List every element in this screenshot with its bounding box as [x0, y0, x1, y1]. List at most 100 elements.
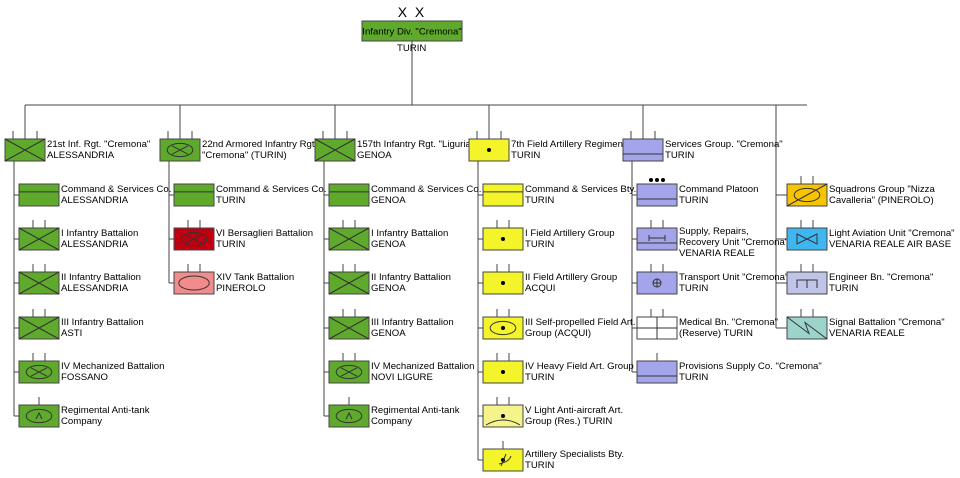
unit-label-line1: Command & Services Co.: [216, 184, 326, 195]
unit-label-line1: Squadrons Group "Nizza: [829, 184, 935, 195]
unit-label-line2: ASTI: [61, 328, 82, 339]
size-dot: [661, 178, 665, 182]
unit-label-line2: TURIN: [665, 150, 694, 161]
engineer-bridge: [796, 279, 818, 288]
unit-label-line2: TURIN: [525, 239, 554, 250]
size-marks: [32, 264, 46, 272]
size-marks: [476, 131, 502, 139]
size-marks: [187, 220, 201, 228]
division-node: X X Infantry Div. "Cremona" TURIN: [361, 4, 463, 54]
unit-label-line2: (Reserve) TURIN: [679, 328, 753, 339]
unit-nodes: 21st Inf. Rgt. "Cremona"ALESSANDRIAComma…: [4, 131, 955, 472]
unit-label-line1: IV Heavy Field Art. Group: [525, 361, 634, 372]
unit-label-line1: II Infantry Battalion: [371, 272, 451, 283]
division-location: TURIN: [397, 43, 426, 54]
connector-lines: [13, 41, 807, 461]
track-ellipse: [335, 408, 363, 424]
size-marks: [800, 220, 814, 228]
unit-label-line2: GENOA: [357, 150, 392, 161]
cross-mark: [314, 138, 356, 162]
unit-label-line2: Group (ACQUI): [525, 328, 591, 339]
subunit-node: Light Aviation Unit "Cremona"VENARIA REA…: [786, 220, 955, 251]
cross-mark: [171, 145, 189, 155]
repair-wrench: [648, 235, 666, 241]
subunit-node: Command & Services Co.GENOA: [328, 183, 481, 207]
unit-label-line1: I Infantry Battalion: [371, 228, 448, 239]
unit-symbol-box: [636, 360, 678, 384]
cross-mark: [30, 367, 48, 377]
unit-label-line2: Group (Res.) TURIN: [525, 416, 612, 427]
track-ellipse: [25, 408, 53, 424]
size-dot: [655, 178, 659, 182]
artillery-dot: [501, 414, 505, 418]
unit-symbol-box: [173, 183, 215, 207]
aviation-bowtie: [796, 233, 818, 245]
cross-mark: [328, 316, 370, 340]
unit-label-line1: I Infantry Battalion: [61, 228, 138, 239]
unit-label-line1: Command Platoon: [679, 184, 758, 195]
unit-label-line1: Regimental Anti-tank: [61, 405, 150, 416]
unit-label-line1: Command & Services Co.: [371, 184, 481, 195]
cross-mark: [328, 271, 370, 295]
unit-label-line2: ALESSANDRIA: [61, 195, 129, 206]
unit-label-line2: Cavalleria" (PINEROLO): [829, 195, 934, 206]
unit-symbol-box: [636, 183, 678, 207]
subunit-node: Medical Bn. "Cremona"(Reserve) TURIN: [636, 309, 778, 340]
size-marks: [496, 264, 510, 272]
size-marks: [496, 220, 510, 228]
subunit-node: Provisions Supply Co. "Cremona"TURIN: [636, 353, 822, 384]
unit-label-line1: V Light Anti-aircraft Art.: [525, 405, 623, 416]
unit-label-line1: VI Bersaglieri Battalion: [216, 228, 313, 239]
unit-label-line2: ALESSANDRIA: [47, 150, 115, 161]
size-marks: [496, 353, 510, 361]
subunit-node: Transport Unit "Cremona"TURIN: [636, 264, 788, 295]
size-marks: [12, 131, 38, 139]
size-marks: [342, 353, 356, 361]
unit-label-line1: I Field Artillery Group: [525, 228, 615, 239]
cross-mark: [4, 138, 46, 162]
unit-label-line1: 157th Infantry Rgt. "Liguria": [357, 139, 474, 150]
size-marks: [342, 264, 356, 272]
size-marks: [342, 309, 356, 317]
regiment-node: 157th Infantry Rgt. "Liguria"GENOA: [314, 131, 474, 162]
subunit-node: Artillery Specialists Bty.TURIN: [482, 441, 624, 472]
track-ellipse: [25, 364, 53, 380]
unit-label-line1: III Self-propelled Field Art.: [525, 317, 635, 328]
specialist-mark: [498, 453, 512, 467]
unit-label-line1: Light Aviation Unit "Cremona": [829, 228, 955, 239]
unit-label-line2: PINEROLO: [216, 283, 266, 294]
size-marks: [32, 353, 46, 361]
unit-symbol-box: [18, 183, 60, 207]
unit-label-line1: XIV Tank Battalion: [216, 272, 294, 283]
unit-label-line2: TURIN: [525, 195, 554, 206]
size-marks: [342, 220, 356, 228]
size-marks: [800, 176, 814, 184]
size-marks: [650, 309, 664, 317]
size-marks: [32, 309, 46, 317]
unit-label-line1: Supply, Repairs,: [679, 226, 749, 237]
subunit-node: Command & Services Co.ALESSANDRIA: [18, 183, 171, 207]
aa-arc: [485, 419, 521, 426]
cavalry-slash: [786, 183, 828, 207]
size-marks: [800, 309, 814, 317]
unit-label-line1: Engineer Bn. "Cremona": [829, 272, 933, 283]
size-marks: [649, 178, 665, 182]
unit-label-line2: GENOA: [371, 195, 406, 206]
track-ellipse: [793, 187, 821, 203]
unit-label-line2: TURIN: [511, 150, 540, 161]
unit-label-line2: GENOA: [371, 328, 406, 339]
unit-label-line2: VENARIA REALE: [829, 328, 905, 339]
unit-symbol-box: [636, 227, 678, 251]
track-ellipse: [166, 142, 194, 158]
unit-label-line1: 22nd Armored Infantry Rgt.: [202, 139, 317, 150]
track-ellipse: [178, 275, 210, 291]
